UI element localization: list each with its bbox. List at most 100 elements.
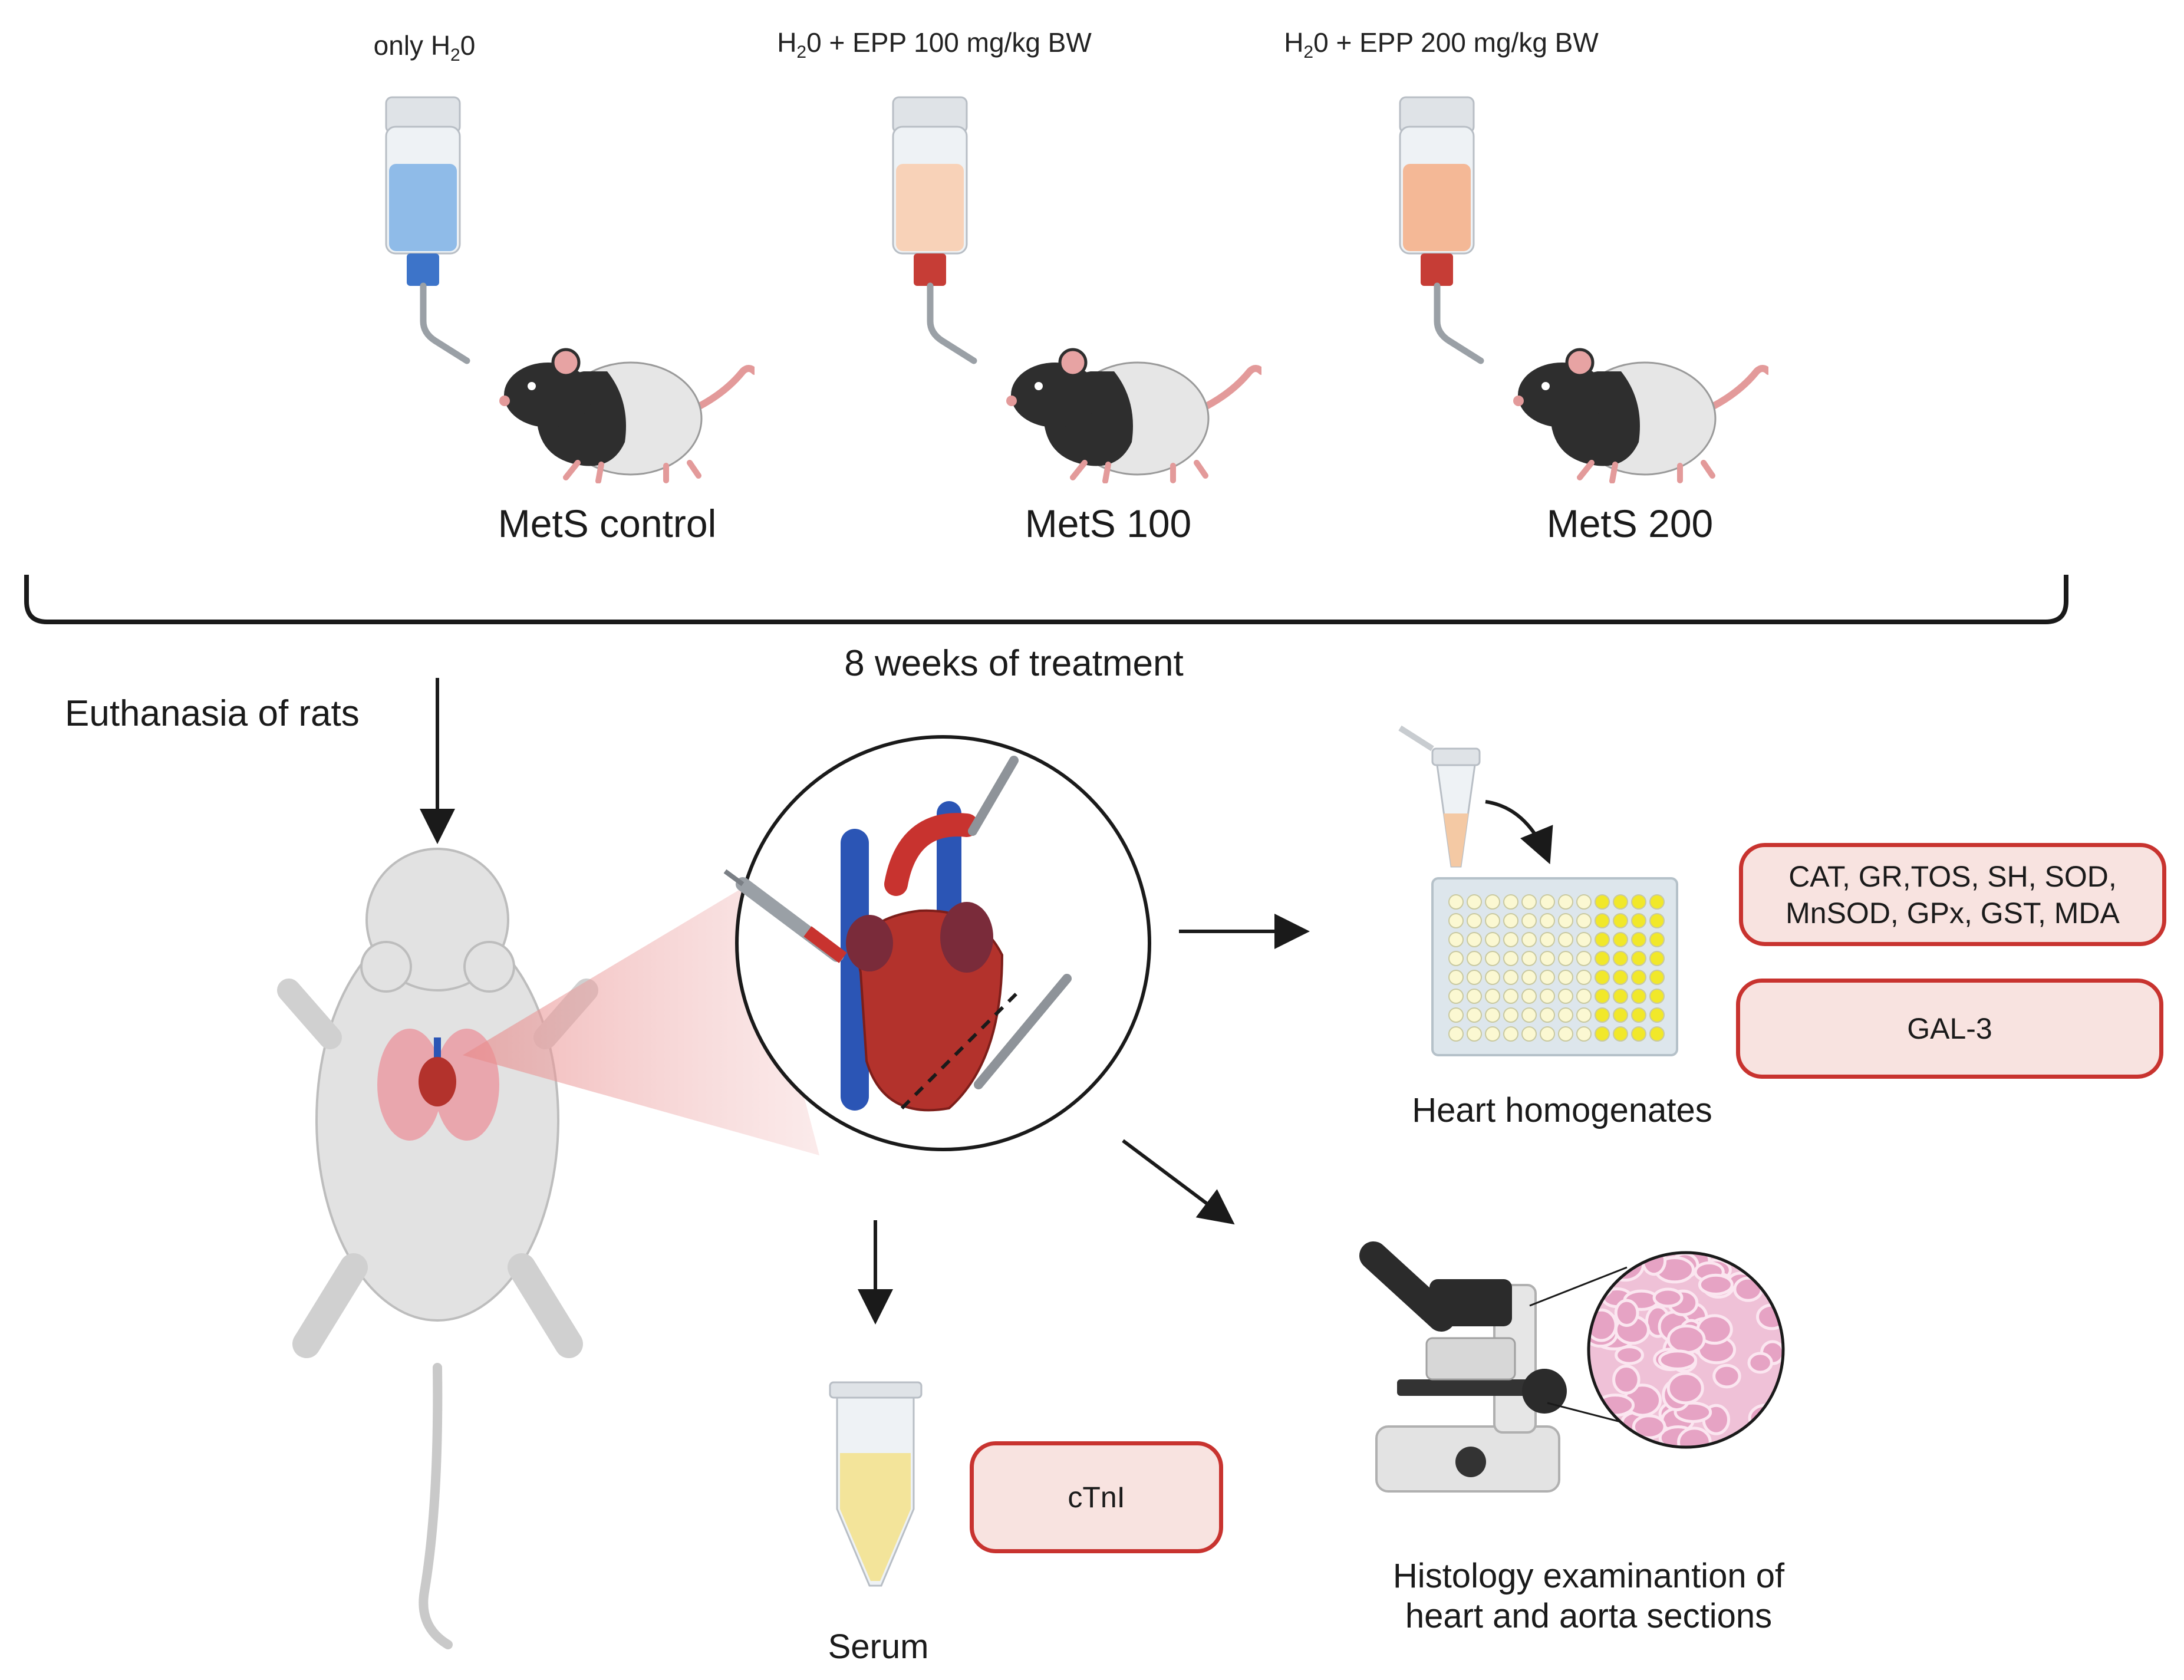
microscope-icon <box>1359 1241 1567 1493</box>
plate-well <box>1485 1007 1500 1023</box>
tissue-cell <box>1677 1427 1712 1447</box>
plate-well <box>1448 1026 1464 1042</box>
rat-icon <box>1513 350 1768 481</box>
plate-well <box>1631 894 1646 910</box>
plate-well <box>1576 932 1592 947</box>
plate-well <box>1448 894 1464 910</box>
plate-well <box>1576 1007 1592 1023</box>
plate-well <box>1448 932 1464 947</box>
plate-well <box>1485 970 1500 985</box>
plate-well <box>1558 932 1573 947</box>
plate-well <box>1613 932 1628 947</box>
zoom-line <box>1529 1266 1628 1307</box>
plate-well <box>1521 894 1537 910</box>
tissue-cell <box>1614 1299 1639 1327</box>
group-mets-200 <box>1399 96 1484 364</box>
plate-well <box>1448 913 1464 928</box>
plate-well <box>1631 1026 1646 1042</box>
curved-arrow <box>1485 800 1553 865</box>
plate-well <box>1595 989 1610 1004</box>
plate-well <box>1576 970 1592 985</box>
tissue-cell <box>1666 1372 1704 1405</box>
plate-well <box>1649 932 1665 947</box>
plate-well <box>1467 1007 1482 1023</box>
treatment-bracket <box>24 575 2068 624</box>
plate-well <box>1485 932 1500 947</box>
plate-well <box>1613 894 1628 910</box>
dissected-rat-icon <box>277 848 598 1649</box>
plate-well <box>1540 970 1555 985</box>
heart-homogenates-caption: Heart homogenates <box>1412 1091 1712 1129</box>
plate-well <box>1485 913 1500 928</box>
plate-well <box>1467 932 1482 947</box>
plate-well <box>1576 951 1592 966</box>
plate-well <box>1649 1007 1665 1023</box>
plate-well <box>1649 951 1665 966</box>
plate-well <box>1613 989 1628 1004</box>
plate-well <box>1503 989 1518 1004</box>
plate-well <box>1631 989 1646 1004</box>
plate-well <box>1558 989 1573 1004</box>
tissue-cell <box>1615 1345 1644 1365</box>
plate-well <box>1521 913 1537 928</box>
tissue-cell <box>1632 1414 1666 1439</box>
plate-well <box>1558 970 1573 985</box>
plate-well <box>1595 951 1610 966</box>
rat-icon <box>499 350 755 481</box>
plate-well <box>1448 1007 1464 1023</box>
plate-well <box>1540 1007 1555 1023</box>
plate-well <box>1503 1026 1518 1042</box>
plate-well <box>1613 970 1628 985</box>
tissue-cell <box>1607 1430 1640 1447</box>
plate-well <box>1448 951 1464 966</box>
plate-well <box>1485 951 1500 966</box>
plate-well <box>1613 1007 1628 1023</box>
plate-well <box>1540 894 1555 910</box>
plate-well <box>1576 894 1592 910</box>
plate-well <box>1485 1026 1500 1042</box>
tissue-cell <box>1756 1303 1783 1330</box>
plate-well <box>1613 913 1628 928</box>
plate-well <box>1631 913 1646 928</box>
plate-well <box>1503 970 1518 985</box>
drink-label-200: H20 + EPP 200 mg/kg BW <box>1284 27 1599 62</box>
rat-icon <box>1006 350 1261 481</box>
plate-well <box>1521 951 1537 966</box>
plate-well <box>1576 1026 1592 1042</box>
oxidative-markers-box: CAT, GR,TOS, SH, SOD,MnSOD, GPx, GST, MD… <box>1739 843 2166 946</box>
tissue-cell <box>1658 1349 1698 1371</box>
heart-zoom-icon <box>723 735 1151 1151</box>
plate-well <box>1485 894 1500 910</box>
microtube-icon <box>1398 725 1481 868</box>
plate-well <box>1540 913 1555 928</box>
plate-well <box>1503 951 1518 966</box>
tissue-cell <box>1612 1365 1641 1395</box>
plate-well <box>1649 913 1665 928</box>
euthanasia-label: Euthanasia of rats <box>65 693 360 734</box>
plate-well <box>1558 894 1573 910</box>
plate-well <box>1558 951 1573 966</box>
plate-well <box>1540 1026 1555 1042</box>
group-mets-control <box>385 96 470 364</box>
group-label-100: MetS 100 <box>1025 502 1192 545</box>
plate-well <box>1631 1007 1646 1023</box>
plate-well <box>1595 932 1610 947</box>
tissue-cell <box>1712 1363 1741 1389</box>
plate-well <box>1631 951 1646 966</box>
serum-caption: Serum <box>828 1628 929 1666</box>
plate-well <box>1558 1026 1573 1042</box>
plate-well <box>1467 989 1482 1004</box>
drink-label-100: H20 + EPP 100 mg/kg BW <box>777 27 1092 62</box>
group-label-200: MetS 200 <box>1546 502 1714 545</box>
histology-section-icon <box>1587 1251 1785 1449</box>
plate-well <box>1595 1007 1610 1023</box>
plate-well <box>1540 989 1555 1004</box>
plate-well <box>1485 989 1500 1004</box>
plate-well <box>1595 970 1610 985</box>
serum-tube-icon <box>829 1381 923 1587</box>
plate-well <box>1649 989 1665 1004</box>
plate-well <box>1649 1026 1665 1042</box>
plate-well <box>1558 1007 1573 1023</box>
plate-well <box>1613 951 1628 966</box>
